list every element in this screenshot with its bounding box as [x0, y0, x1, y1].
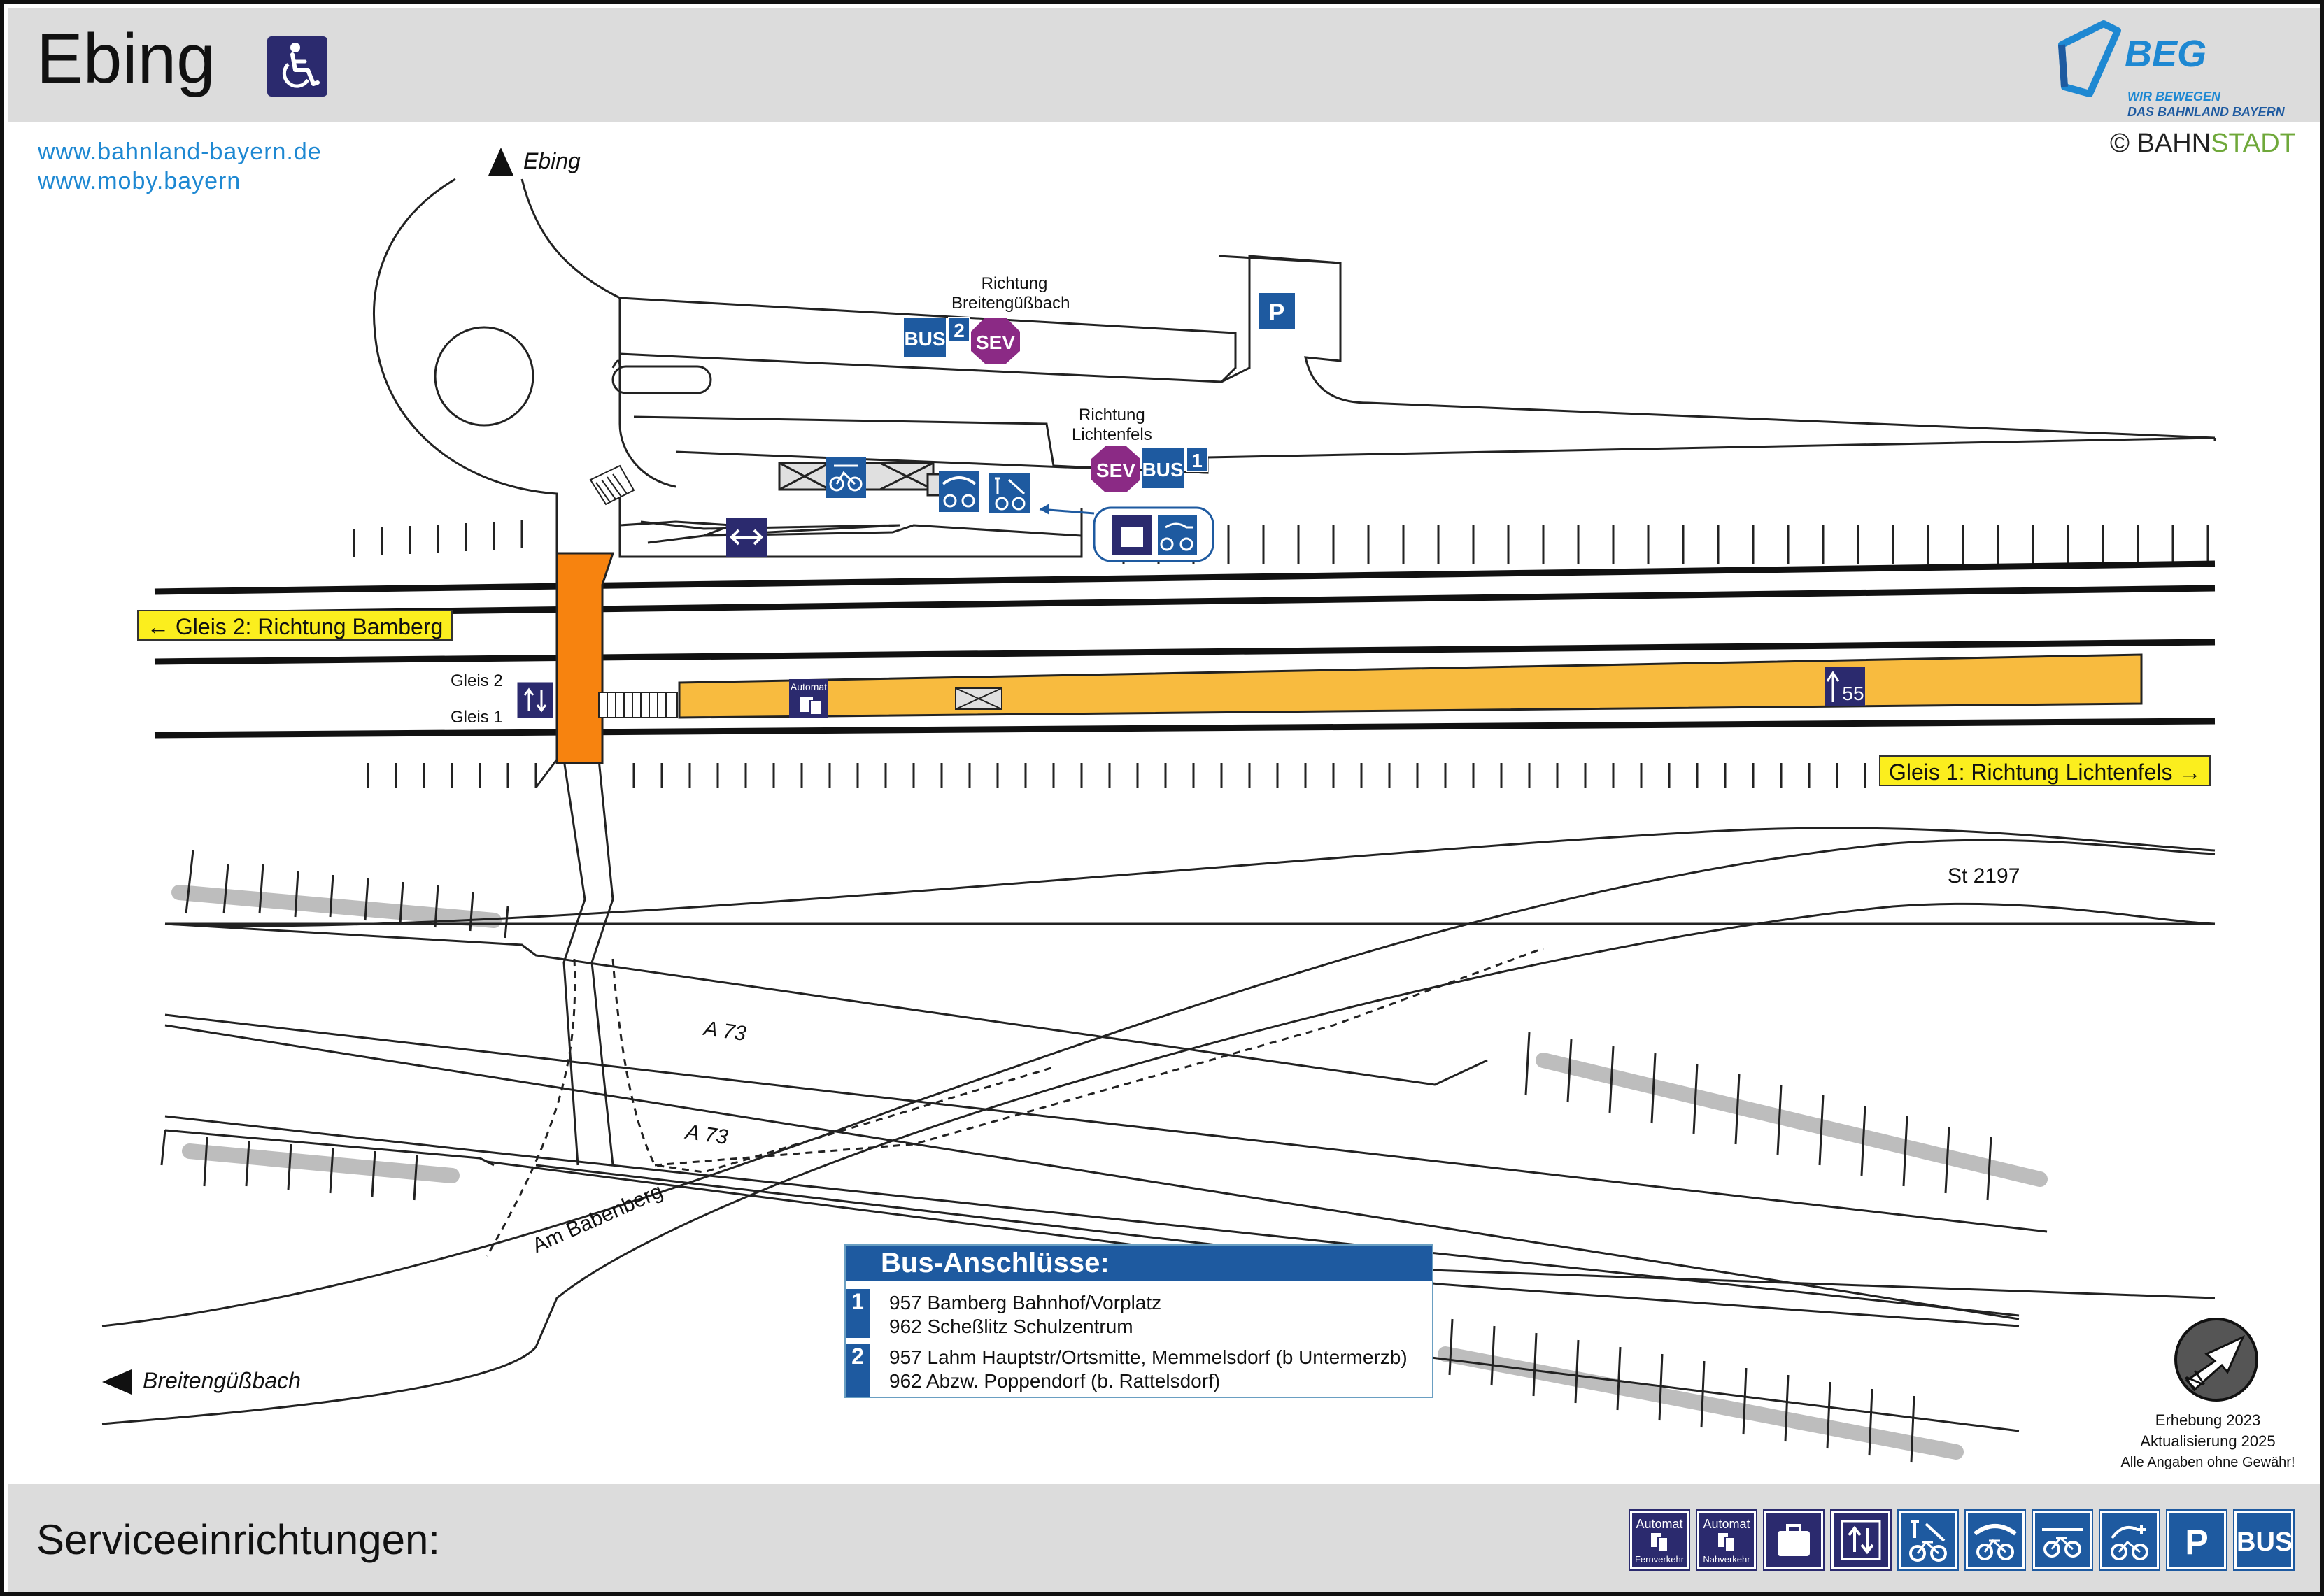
platform-height-icon: 55 — [1825, 667, 1865, 706]
ticket-machine-icon-map: Automat — [789, 679, 828, 718]
bike-shelter-icon-map — [939, 471, 979, 512]
footpaths-dashed — [486, 947, 1544, 1257]
arrow-southwest-icon — [102, 1369, 132, 1395]
svg-text:BUS: BUS — [1142, 459, 1183, 480]
road-label-st-2197: St 2197 — [1948, 864, 2020, 888]
bus-icon: BUS — [2234, 1511, 2293, 1569]
roads — [101, 178, 2216, 1432]
survey-year: Erhebung 2023 — [2155, 1411, 2261, 1429]
bus-stop-1-label-1: Richtung — [1079, 406, 1145, 425]
station-title: Ebing — [36, 20, 215, 98]
station-map: P — [101, 148, 2258, 1463]
copyright-stadt: STADT — [2211, 129, 2296, 158]
arrow-north-icon — [488, 148, 513, 176]
traffic-island — [611, 365, 712, 394]
link-moby-bayern[interactable]: www.moby.bayern — [38, 168, 241, 194]
svg-text:1: 1 — [1191, 450, 1203, 471]
stairs-platform — [598, 692, 678, 718]
bus-connections-panel: Bus-Anschlüsse: 1 957 Bamberg Bahnhof/Vo… — [844, 1244, 1433, 1398]
parking-label: P — [1269, 299, 1285, 326]
beg-tagline-1: WIR BEWEGEN — [2127, 90, 2220, 104]
lift-arrow-icon — [726, 518, 767, 557]
gleis-2-label: Gleis 2 — [451, 671, 503, 690]
bus-connection-line: 962 Scheßlitz Schulzentrum — [889, 1316, 1133, 1337]
direction-southwest-label: Breitengüßbach — [143, 1368, 301, 1393]
bike-repair-icon — [1899, 1511, 1957, 1569]
copyright-symbol: © — [2110, 129, 2130, 158]
platform-shelter — [955, 687, 1002, 710]
survey-update: Aktualisierung 2025 — [2140, 1432, 2276, 1450]
svg-text:SEV: SEV — [1096, 459, 1135, 481]
sev-icon-stop-2 — [971, 318, 1020, 364]
svg-text:SEV: SEV — [976, 332, 1015, 353]
parking-icon: P — [2167, 1511, 2226, 1569]
track-1-direction-sign: Gleis 1: Richtung Lichtenfels → — [1879, 755, 2211, 786]
svg-text:BUS: BUS — [904, 328, 945, 350]
compass-icon: N — [2174, 1318, 2258, 1402]
automat-label-map: Automat — [791, 681, 827, 692]
elevator-icon-map — [515, 680, 555, 720]
stairs-north — [589, 464, 635, 506]
bus-connection-number-2: 2 — [846, 1344, 870, 1397]
e-bike-charging-icon — [2100, 1511, 2159, 1569]
bus-stop-2-label-2: Breitengüßbach — [951, 294, 1070, 313]
platform — [678, 653, 2143, 719]
service-facilities-title: Serviceeinrichtungen: — [36, 1516, 441, 1563]
bus-connection-line: 957 Lahm Hauptstr/Ortsmitte, Memmelsdorf… — [889, 1346, 1408, 1368]
bus-stop-2: BUS 2 SEV — [904, 317, 1020, 364]
parking-lot-outline — [1218, 255, 1342, 361]
elevator-icon — [1831, 1511, 1890, 1569]
bike-repair-icon-map — [989, 473, 1030, 513]
copyright-bahnstadt: © BAHNSTADT — [2110, 129, 2296, 159]
parking-icon: P — [1259, 293, 1295, 329]
bike-parking-icon — [2033, 1511, 2092, 1569]
luggage-locker-icon — [1764, 1511, 1823, 1569]
ticket-machine-regional-icon: Automat Nahverkehr — [1697, 1511, 1756, 1569]
track-2-direction-sign: ← Gleis 2: Richtung Bamberg — [137, 610, 453, 641]
bus-stop-1: SEV BUS 1 — [1091, 446, 1208, 492]
ticket-machine-long-distance-icon: Automat Fernverkehr — [1630, 1511, 1689, 1569]
bus-connection-line: 962 Abzw. Poppendorf (b. Rattelsdorf) — [889, 1370, 1221, 1392]
survey-disclaimer: Alle Angaben ohne Gewähr! — [2120, 1455, 2295, 1470]
bus-icon-stop-1 — [1142, 448, 1184, 488]
bike-parking-icon-map — [826, 457, 866, 498]
bus-connections-title: Bus-Anschlüsse: — [846, 1246, 1432, 1281]
beg-logo-name: BEG — [2125, 33, 2207, 75]
svg-text:2: 2 — [954, 320, 965, 341]
direction-north-label: Ebing — [523, 148, 581, 173]
bus-stop-2-label-1: Richtung — [981, 274, 1048, 293]
bus-connection-number-1: 1 — [846, 1289, 870, 1338]
copyright-bahn: BAHN — [2137, 129, 2211, 158]
bus-icon-stop-2 — [904, 318, 946, 357]
bus-stop-1-label-2: Lichtenfels — [1072, 425, 1152, 444]
header-bar: Ebing BEG WIR BEWEGEN DAS BAHNLAND BAYER… — [8, 8, 2320, 122]
tree-ticks — [160, 850, 1992, 1463]
rails — [154, 560, 2216, 739]
sleepers-south — [367, 763, 1866, 788]
sev-icon-stop-1 — [1091, 446, 1140, 492]
beg-tagline-2: DAS BAHNLAND BAYERN — [2127, 105, 2285, 119]
gleis-1-label: Gleis 1 — [451, 708, 503, 727]
survey-info: Erhebung 2023 Aktualisierung 2025 Alle A… — [2103, 1410, 2313, 1473]
beg-logo: BEG WIR BEWEGEN DAS BAHNLAND BAYERN — [2055, 17, 2307, 122]
bus-connection-line: 957 Bamberg Bahnhof/Vorplatz — [889, 1292, 1162, 1313]
link-bahnland-bayern[interactable]: www.bahnland-bayern.de — [38, 138, 322, 165]
wheelchair-icon — [267, 36, 327, 97]
platform-height-label: 55 — [1842, 683, 1864, 704]
footer-bar: Serviceeinrichtungen: Automat Fernverkeh… — [8, 1484, 2320, 1592]
bike-shelter-icon — [1966, 1511, 2025, 1569]
locker-charging-group — [1039, 504, 1214, 562]
